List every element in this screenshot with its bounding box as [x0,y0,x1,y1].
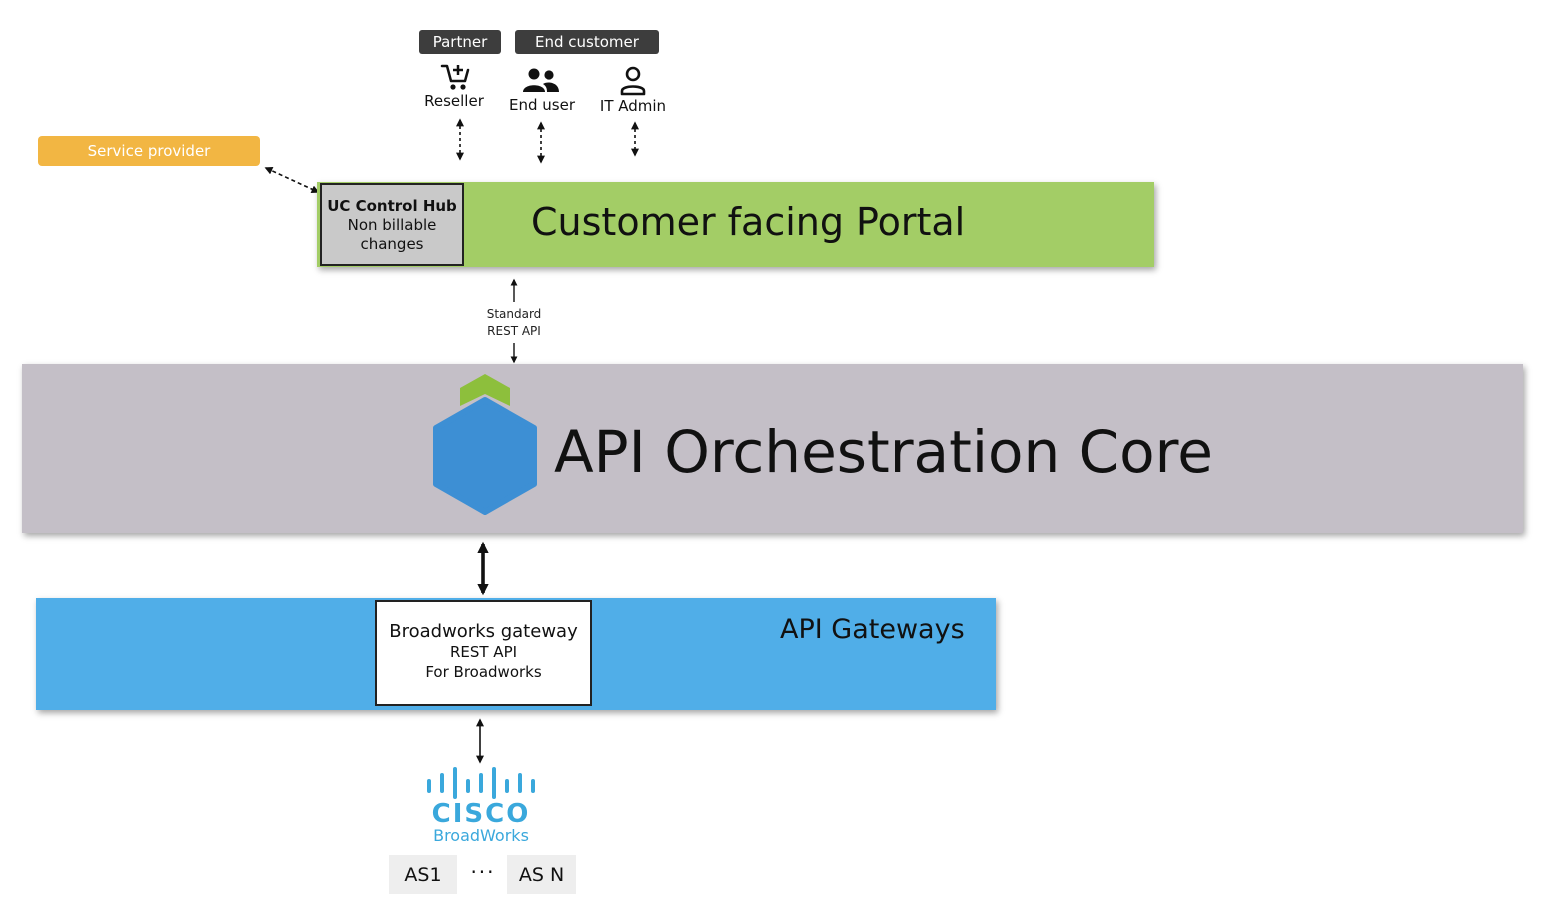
end-customer-tag-label: End customer [535,33,639,51]
user-outline-icon [620,66,646,96]
orchestration-core-bar [22,364,1523,533]
users-icon [523,68,559,92]
cisco-bars-icon [427,767,535,799]
end-customer-tag: End customer [515,30,659,54]
api-label-line1: Standard [486,307,542,321]
partner-tag-label: Partner [432,33,488,51]
shopping-cart-plus-icon [440,64,470,90]
asn-label: AS N [518,863,565,886]
application-server-first: AS1 [389,855,457,894]
uc-control-hub-box: UC Control Hub Non billable changes [320,183,464,266]
uc-control-hub-line2: changes [360,235,424,253]
service-provider-label: Service provider [87,142,211,160]
it-admin-label: IT Admin [599,97,667,115]
broadworks-gateway-title: Broadworks gateway [389,621,578,642]
service-provider-box: Service provider [38,136,260,166]
broadworks-gateway-line2: For Broadworks [425,663,542,681]
standard-rest-api-label: Standard REST API [474,306,554,340]
api-label-line2: REST API [487,324,541,338]
server-ellipsis: ··· [470,860,496,884]
orchestration-hexagon-logo [433,374,537,515]
reseller-label: Reseller [424,92,484,110]
partner-tag: Partner [419,30,501,54]
orchestration-core-title: API Orchestration Core [554,418,1213,486]
end-user-label: End user [509,96,575,114]
broadworks-gateway-line1: REST API [449,643,518,661]
service-provider-hub-arrow [264,167,320,193]
as1-label: AS1 [404,863,442,886]
broadworks-gateway-box: Broadworks gateway REST API For Broadwor… [375,600,592,706]
cisco-product: BroadWorks [433,826,529,845]
portal-title: Customer facing Portal [531,200,966,244]
uc-control-hub-line1: Non billable [347,216,437,234]
uc-control-hub-title: UC Control Hub [327,197,457,215]
application-server-last: AS N [507,855,576,894]
cisco-brand: CISCO [431,799,531,829]
api-gateways-title: API Gateways [780,614,965,645]
